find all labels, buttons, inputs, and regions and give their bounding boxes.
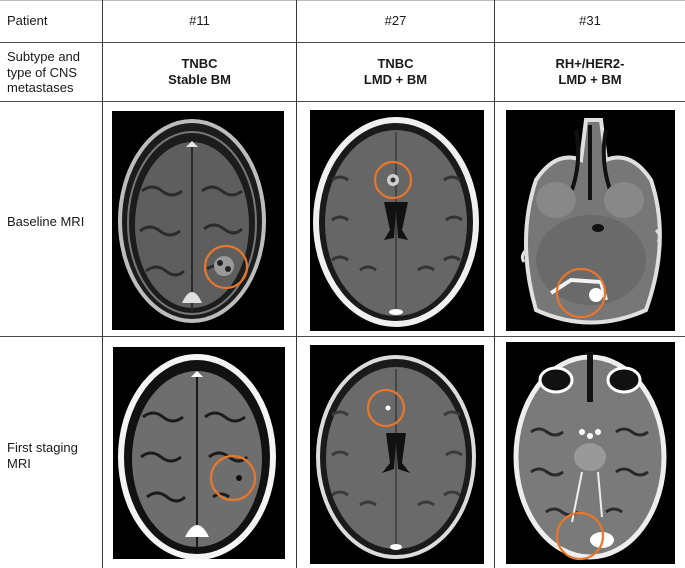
table-top-border xyxy=(0,0,685,1)
staging-mri-label: First staging MRI xyxy=(7,440,78,471)
baseline-mri-image-11 xyxy=(112,111,284,330)
subtype-label-line-3: metastases xyxy=(7,80,74,95)
lesion-circle-annotation xyxy=(555,267,607,319)
subtype-value-27: TNBC LMD + BM xyxy=(297,56,494,87)
baseline-mri-image-27 xyxy=(310,110,484,331)
column-divider-2 xyxy=(296,0,297,568)
subtype-27-line-2: LMD + BM xyxy=(363,71,428,87)
brain-mri-icon xyxy=(513,352,667,561)
subtype-11-line-2: Stable BM xyxy=(168,71,231,87)
staging-label-line-2: MRI xyxy=(7,455,31,471)
baseline-mri-image-31 xyxy=(506,110,675,331)
baseline-mri-label: Baseline MRI xyxy=(7,214,85,229)
brain-mri-icon xyxy=(118,354,276,559)
subtype-31-line-2: LMD + BM xyxy=(558,71,622,87)
subtype-value-11: TNBC Stable BM xyxy=(103,56,296,87)
patient-id-11: #11 xyxy=(189,13,210,28)
staging-mri-image-27 xyxy=(310,345,484,564)
lesion-circle-annotation xyxy=(373,160,413,200)
row-divider-3 xyxy=(0,336,685,337)
brain-mri-icon xyxy=(520,118,662,325)
brain-mri-icon xyxy=(316,355,476,559)
subtype-27-line-1: TNBC xyxy=(377,56,414,71)
lesion-circle-annotation xyxy=(555,511,605,561)
staging-mri-image-31 xyxy=(506,342,675,564)
subtype-11-line-1: TNBC xyxy=(181,56,218,71)
patient-id-31: #31 xyxy=(579,13,601,28)
lesion-circle-annotation xyxy=(209,454,257,502)
row-divider-2 xyxy=(0,101,685,102)
row-divider-1 xyxy=(0,42,685,43)
staging-mri-image-11 xyxy=(113,347,285,559)
subtype-31-line-1: RH+/HER2- xyxy=(555,56,625,71)
subtype-value-31: RH+/HER2- LMD + BM xyxy=(495,56,685,87)
patient-id-27: #27 xyxy=(384,13,407,28)
staging-label-line-1: First staging xyxy=(7,440,78,455)
column-divider-1 xyxy=(102,0,103,568)
lesion-circle-annotation xyxy=(203,244,249,290)
column-divider-3 xyxy=(494,0,495,568)
brain-mri-icon xyxy=(118,119,266,323)
subtype-label-line-1: Subtype and xyxy=(7,49,81,64)
subtype-row-label: Subtype and type of CNS metastases xyxy=(7,49,80,96)
lesion-circle-annotation xyxy=(366,388,406,428)
subtype-label-line-2: type of CNS xyxy=(7,64,78,80)
patient-header-label: Patient xyxy=(7,13,48,28)
brain-mri-icon xyxy=(313,117,479,327)
